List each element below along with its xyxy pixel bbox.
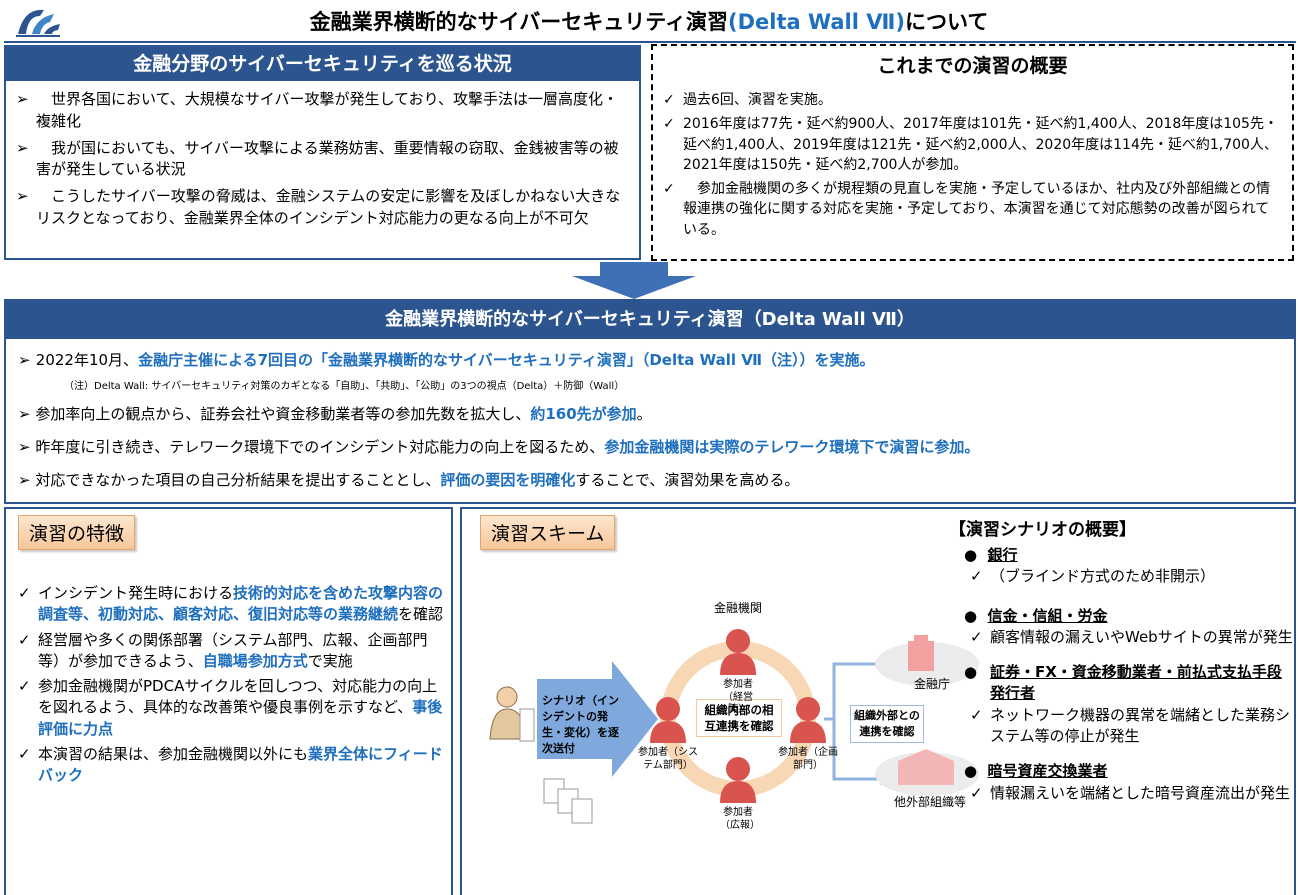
arrow-bullet-icon: ➢	[16, 90, 29, 108]
header-rule	[4, 41, 1296, 43]
scenario-arrow-label: シナリオ（インシデントの発生・変化）を逐次送付	[542, 694, 619, 755]
title-paren: (Delta Wall Ⅶ)	[727, 10, 905, 34]
features-list: ✓インシデント発生時における技術的対応を含めた攻撃内容の調査等、初動対応、顧客対…	[16, 583, 444, 787]
scenario-group: ● 暗号資産交換業者 ✓情報漏えいを端緒とした暗号資産流出が発生	[964, 761, 1294, 804]
external-box: 組織外部との連携を確認	[850, 705, 924, 743]
situation-list: ➢ 世界各国において、大規模なサイバー攻撃が発生しており、攻撃手法は一層高度化・…	[14, 89, 629, 230]
arrow-bullet-icon: ➢	[16, 187, 29, 205]
scenario-group: ● 銀行 ✓（ブラインド方式のため非開示）	[964, 545, 1294, 588]
arrow-bullet-icon: ➢	[16, 138, 29, 157]
check-icon: ✓	[18, 630, 31, 649]
list-item: ✓経営層や多くの関係部署（システム部門、広報、企画部門等）が参加できるよう、自職…	[18, 630, 428, 670]
scenario-groups: ● 銀行 ✓（ブラインド方式のため非開示） ● 信金・信組・労金 ✓顧客情報の漏…	[964, 545, 1294, 804]
overview-box: これまでの演習の概要 ✓過去6回、演習を実施。 ✓2016年度は77先・延べ約9…	[651, 44, 1294, 261]
list-item: ✓インシデント発生時における技術的対応を含めた攻撃内容の調査等、初動対応、顧客対…	[18, 584, 444, 624]
fsa-label: 金融庁	[914, 677, 951, 691]
participant-right-label: 参加者（企画部門）	[778, 747, 838, 771]
check-icon: ✓	[18, 745, 31, 764]
check-icon: ✓	[18, 677, 31, 696]
check-icon: ✓	[663, 116, 675, 133]
main-line-1: ➢ 2022年10月、金融庁主催による7回目の「金融業界横断的なサイバーセキュリ…	[18, 351, 875, 369]
list-item: ✓2016年度は77先・延べ約900人、2017年度は101先・延べ約1,400…	[663, 116, 1278, 173]
list-item: ✓本演習の結果は、参加金融機関以外にも業界全体にフィードバック	[18, 745, 443, 785]
arrow-bullet-icon: ➢	[18, 351, 36, 369]
main-heading: 金融業界横断的なサイバーセキュリティ演習（Delta Wall Ⅶ）	[6, 301, 1294, 339]
scheme-diagram: 金融機関 シナリオ（インシデントの発生・変化）を逐次送付 組織内部の相互連携を確…	[462, 589, 982, 889]
main-line-2: ➢ 参加率向上の観点から、証券会社や資金移動業者等の参加先数を拡大し、約160先…	[18, 405, 652, 423]
scheme-box: 演習スキーム	[460, 507, 1296, 895]
participant-bottom-label: 参加者（広報）	[720, 807, 760, 831]
overview-heading: これまでの演習の概要	[877, 55, 1068, 77]
institution-label: 金融機関	[713, 601, 762, 615]
main-line-3: ➢ 昨年度に引き続き、テレワーク環境下でのインシデント対応能力の向上を図るため、…	[18, 438, 980, 456]
bullet-dot-icon: ●	[964, 606, 988, 625]
title-tail: について	[904, 10, 989, 34]
list-item: ➢ 世界各国において、大規模なサイバー攻撃が発生しており、攻撃手法は一層高度化・…	[16, 90, 619, 130]
scenario-heading: 【演習シナリオの概要】	[949, 520, 1136, 540]
main-content: ➢ 2022年10月、金融庁主催による7回目の「金融業界横断的なサイバーセキュリ…	[18, 349, 1286, 490]
features-tag: 演習の特徴	[18, 515, 136, 550]
page-title: 金融業界横断的なサイバーセキュリティ演習(Delta Wall Ⅶ)について	[0, 6, 1298, 36]
features-box: 演習の特徴 ✓インシデント発生時における技術的対応を含めた攻撃内容の調査等、初動…	[4, 507, 453, 895]
internal-box: 組織内部の相互連携を確認	[696, 699, 782, 738]
check-icon: ✓	[970, 783, 983, 802]
main-note: （注）Delta Wall: サイバーセキュリティ対策のカギとなる「自助」、「共…	[64, 381, 625, 392]
check-icon: ✓	[663, 92, 675, 108]
list-item: ➢ 我が国においても、サイバー攻撃による業務妨害、重要情報の窃取、金銭被害等の被…	[16, 138, 619, 179]
list-item: ➢ こうしたサイバー攻撃の脅威は、金融システムの安定に影響を及ぼしかねない大きな…	[16, 187, 621, 227]
header: 金融業界横断的なサイバーセキュリティ演習(Delta Wall Ⅶ)について	[0, 0, 1298, 42]
list-item: ✓参加金融機関がPDCAサイクルを回しつつ、対応能力の向上を図れるよう、具体的な…	[18, 677, 443, 738]
title-main: 金融業界横断的なサイバーセキュリティ演習	[309, 10, 728, 34]
participant-top-label: 参加者（経営陣）	[723, 679, 753, 715]
overview-list: ✓過去6回、演習を実施。 ✓2016年度は77先・延べ約900人、2017年度は…	[661, 90, 1283, 240]
situation-heading: 金融分野のサイバーセキュリティを巡る状況	[6, 47, 639, 81]
scheme-diagram-svg	[489, 629, 979, 824]
bullet-dot-icon: ●	[964, 762, 988, 781]
arrow-bullet-icon: ➢	[18, 438, 36, 456]
list-item: ✓ 参加金融機関の多くが規程類の見直しを実施・予定しているほか、社内及び外部組織…	[663, 181, 1271, 238]
participant-left-label: 参加者（システム部門）	[638, 747, 698, 771]
situation-box: 金融分野のサイバーセキュリティを巡る状況 ➢ 世界各国において、大規模なサイバー…	[4, 45, 641, 260]
others-label: 他外部組織等	[894, 795, 967, 809]
main-line-4: ➢ 対応できなかった項目の自己分析結果を提出することとし、評価の要因を明確化する…	[18, 471, 800, 489]
check-icon: ✓	[663, 181, 675, 198]
scenario-arrow-shape	[537, 661, 658, 777]
down-arrow-icon	[570, 262, 698, 300]
fsa-logo-icon	[14, 4, 62, 38]
arrow-bullet-icon: ➢	[18, 405, 36, 423]
arrow-bullet-icon: ➢	[18, 471, 36, 489]
scenario-group: ●証券・FX・資金移動業者・前払式支払手段発行者 ✓ネットワーク機器の異常を端緒…	[964, 663, 1291, 746]
bullet-dot-icon: ●	[964, 663, 978, 682]
list-item: ✓過去6回、演習を実施。	[661, 90, 1283, 110]
scheme-tag: 演習スキーム	[480, 515, 616, 550]
bullet-dot-icon: ●	[964, 546, 988, 564]
main-box: 金融業界横断的なサイバーセキュリティ演習（Delta Wall Ⅶ） ➢ 202…	[4, 299, 1296, 504]
scenario-group: ● 信金・信組・労金 ✓顧客情報の漏えいやWebサイトの異常が発生	[964, 606, 1294, 649]
check-icon: ✓	[970, 627, 983, 646]
check-icon: ✓	[18, 584, 31, 602]
check-icon: ✓	[970, 567, 983, 586]
check-icon: ✓	[970, 705, 983, 724]
